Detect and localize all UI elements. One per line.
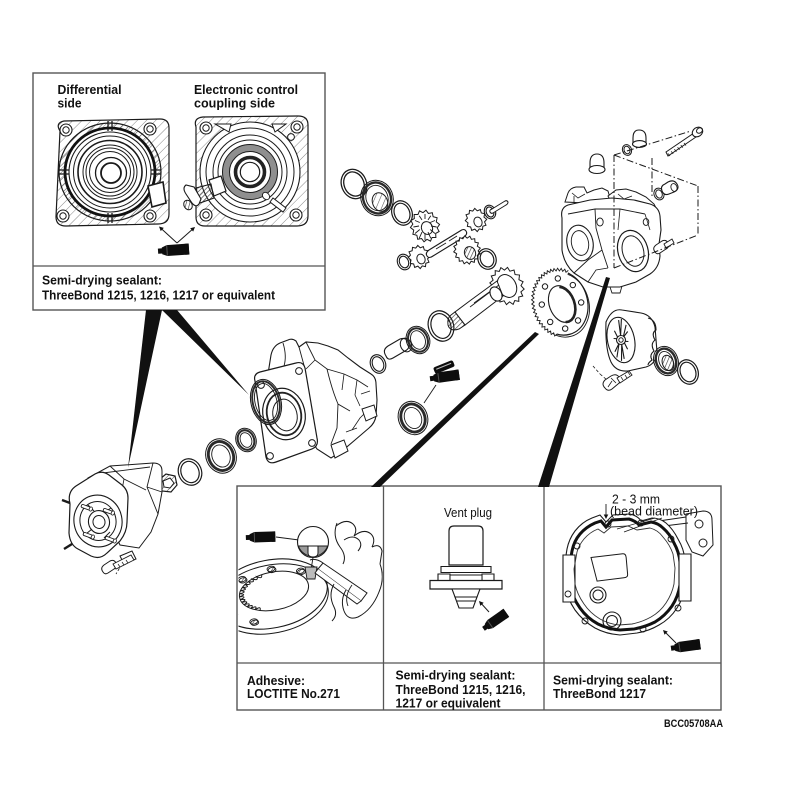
svg-text:(bead diameter): (bead diameter) xyxy=(610,504,698,519)
svg-text:side: side xyxy=(58,96,82,111)
svg-text:ThreeBond 1215, 1216, 1217 or: ThreeBond 1215, 1216, 1217 or equivalent xyxy=(42,288,276,303)
svg-text:LOCTITE No.271: LOCTITE No.271 xyxy=(247,686,340,701)
svg-text:ThreeBond 1217: ThreeBond 1217 xyxy=(553,686,646,701)
svg-text:Vent plug: Vent plug xyxy=(444,505,492,520)
svg-text:Semi-drying sealant:: Semi-drying sealant: xyxy=(396,668,516,683)
svg-text:coupling side: coupling side xyxy=(194,96,275,111)
svg-text:BCC05708AA: BCC05708AA xyxy=(664,718,723,730)
svg-text:Semi-drying sealant:: Semi-drying sealant: xyxy=(42,273,162,288)
svg-text:1217 or equivalent: 1217 or equivalent xyxy=(396,695,502,710)
